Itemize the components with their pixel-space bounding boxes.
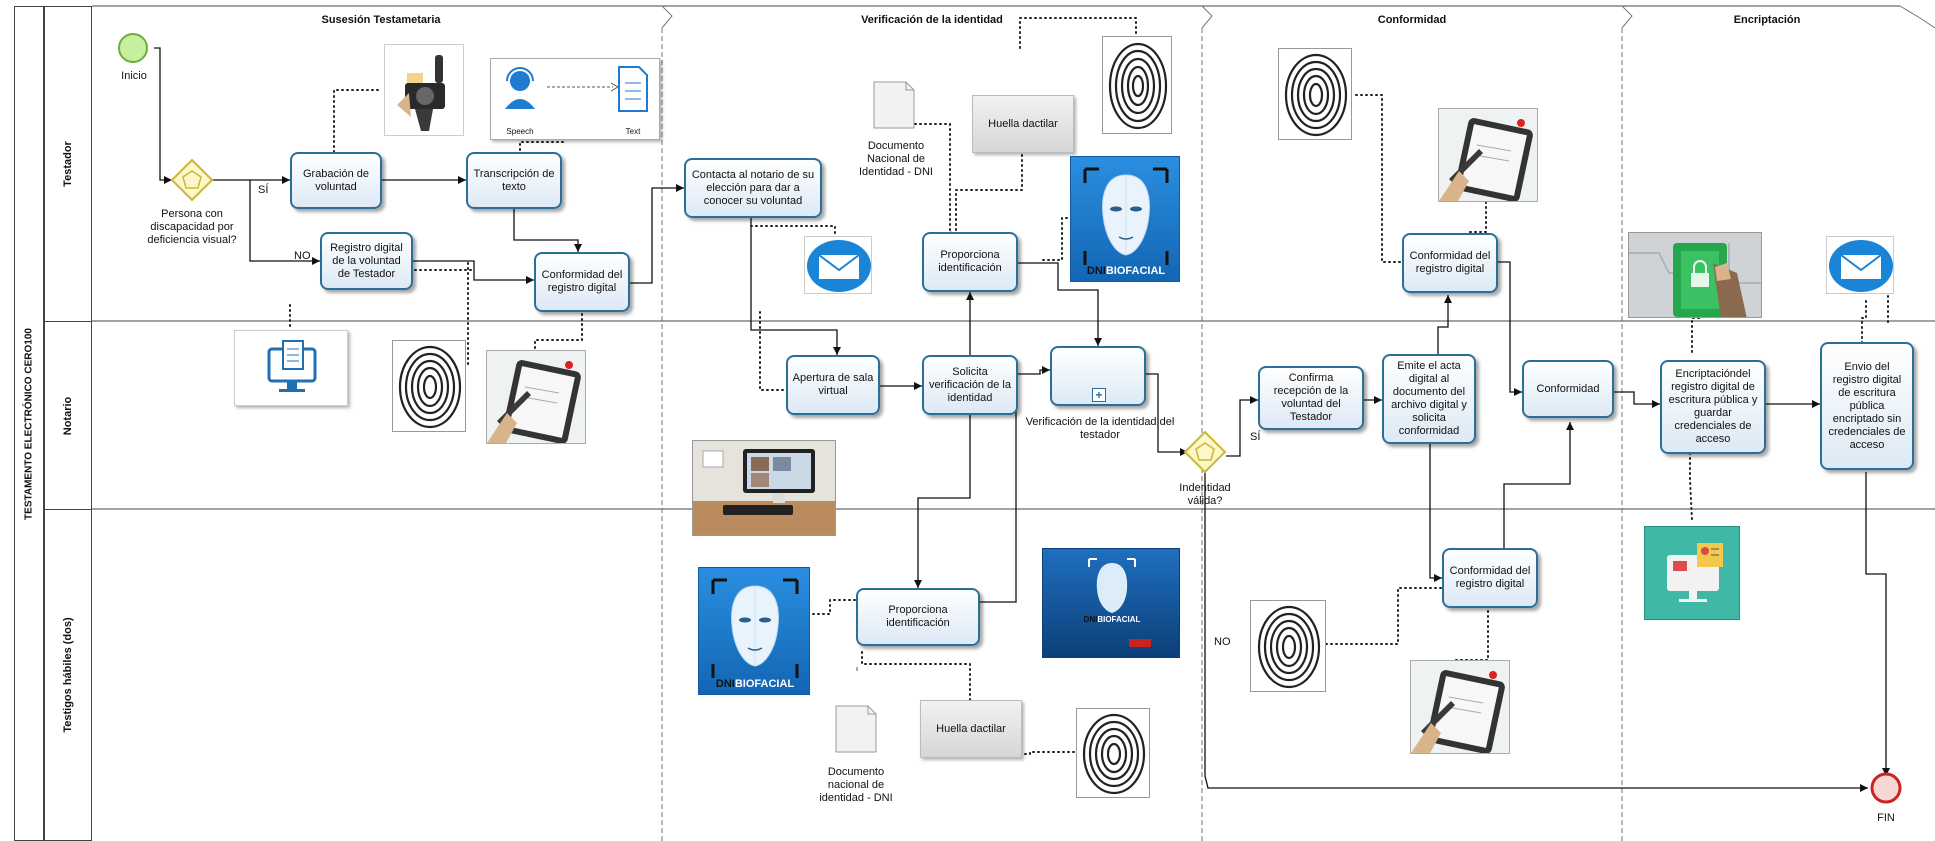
start-event-label: Inicio: [121, 70, 147, 82]
monitor-document-image: [234, 330, 348, 406]
task-conformidad-registro-testigos[interactable]: Conformidad del registro digital: [1442, 548, 1538, 608]
gateway-identidad-no: NO: [1214, 636, 1231, 648]
end-event-label: FIN: [1877, 812, 1895, 824]
task-proporciona-identificacion-testador[interactable]: Proporciona identificación: [922, 232, 1018, 292]
fingerprint-icon: [1076, 708, 1150, 798]
dni-biofacial-brand: DNIBIOFACIAL: [1086, 265, 1166, 277]
dni-biofacial-brand: DNIBIOFACIAL: [1083, 615, 1141, 624]
note-huella-testador: Huella dactilar: [972, 95, 1074, 153]
email-icon: [1826, 236, 1894, 294]
task-conformidad-registro-testador[interactable]: Conformidad del registro digital: [1402, 233, 1498, 293]
email-icon: [804, 236, 872, 294]
security-lock-image: [1628, 232, 1762, 318]
phase-encriptacion: Encriptación: [1733, 14, 1801, 26]
text-label: Text: [625, 127, 641, 136]
gateway-visual-no: NO: [294, 250, 311, 262]
fingerprint-icon: [1278, 48, 1352, 140]
dni-biofacial-image: DNIBIOFACIAL: [698, 567, 810, 695]
fingerprint-icon: [1250, 600, 1326, 692]
task-contacta-notario[interactable]: Contacta al notario de su elección para …: [684, 158, 822, 218]
gateway-identidad-yes: SÍ: [1250, 431, 1261, 443]
task-apertura-sala[interactable]: Apertura de sala virtual: [786, 355, 880, 415]
gateway-visual-label: Persona con discapacidad por deficiencia…: [147, 208, 237, 246]
dni-biofacial-brand: DNIBIOFACIAL: [715, 678, 795, 690]
task-proporciona-identificacion-testigos[interactable]: Proporciona identificación: [856, 588, 980, 646]
note-huella-testigos: Huella dactilar: [920, 700, 1022, 758]
task-registro-digital[interactable]: Registro digital de la voluntad de Testa…: [320, 232, 413, 290]
task-grabacion[interactable]: Grabación de voluntad: [290, 152, 382, 209]
lane-header-testador: Testador: [44, 6, 92, 322]
lane-header-testigos: Testigos hábiles (dos): [44, 509, 92, 841]
document-dni-testigos: Documento nacional de identidad - DNI: [819, 766, 893, 804]
task-transcripcion[interactable]: Transcripción de texto: [466, 152, 562, 209]
virtual-room-photo: [692, 440, 836, 536]
phase-verificacion: Verificación de la identidad: [861, 14, 1003, 26]
access-credentials-image: [1644, 526, 1740, 620]
task-verificacion-identidad[interactable]: +: [1050, 346, 1146, 406]
phase-sucesion: Susesión Testametaria: [321, 14, 441, 26]
gateway-visual-yes: SÍ: [258, 184, 269, 196]
task-emite-acta[interactable]: Emite el acta digital al documento del a…: [1382, 354, 1476, 444]
subprocess-marker-icon: +: [1092, 388, 1106, 402]
fingerprint-icon: [1102, 36, 1172, 134]
speech-to-text-image: Speech Text: [490, 58, 660, 140]
tablet-signature-image: [1438, 108, 1538, 202]
gateway-identidad-label: Indentidad válida?: [1179, 482, 1231, 507]
task-envio-registro[interactable]: Envio del registro digital de escritura …: [1820, 342, 1914, 470]
phase-conformidad: Conformidad: [1377, 14, 1447, 26]
camera-rig-image: [384, 44, 464, 136]
pool-header: TESTAMENTO ELECTRÓNICO CERO100: [14, 6, 44, 841]
task-solicita-verificacion[interactable]: Solicita verificación de la identidad: [922, 355, 1018, 415]
task-verificacion-label: Verificación de la identidad del testado…: [1025, 416, 1175, 441]
task-conformidad[interactable]: Conformidad: [1522, 360, 1614, 418]
dni-biofacial-banner-image: DNIBIOFACIAL: [1042, 548, 1180, 658]
document-dni-testador: Documento Nacional de Identidad - DNI: [859, 140, 933, 178]
dni-biofacial-image: DNIBIOFACIAL: [1070, 156, 1180, 282]
tablet-signature-image: [1410, 660, 1510, 754]
task-conformidad-registro[interactable]: Conformidad del registro digital: [534, 252, 630, 312]
speech-label: Speech: [506, 127, 534, 136]
fingerprint-icon: [392, 340, 466, 432]
tablet-signature-image: [486, 350, 586, 444]
task-encriptacion[interactable]: Encriptacióndel registro digital de escr…: [1660, 360, 1766, 454]
task-confirma-recepcion[interactable]: Confirma recepción de la voluntad del Te…: [1258, 366, 1364, 430]
